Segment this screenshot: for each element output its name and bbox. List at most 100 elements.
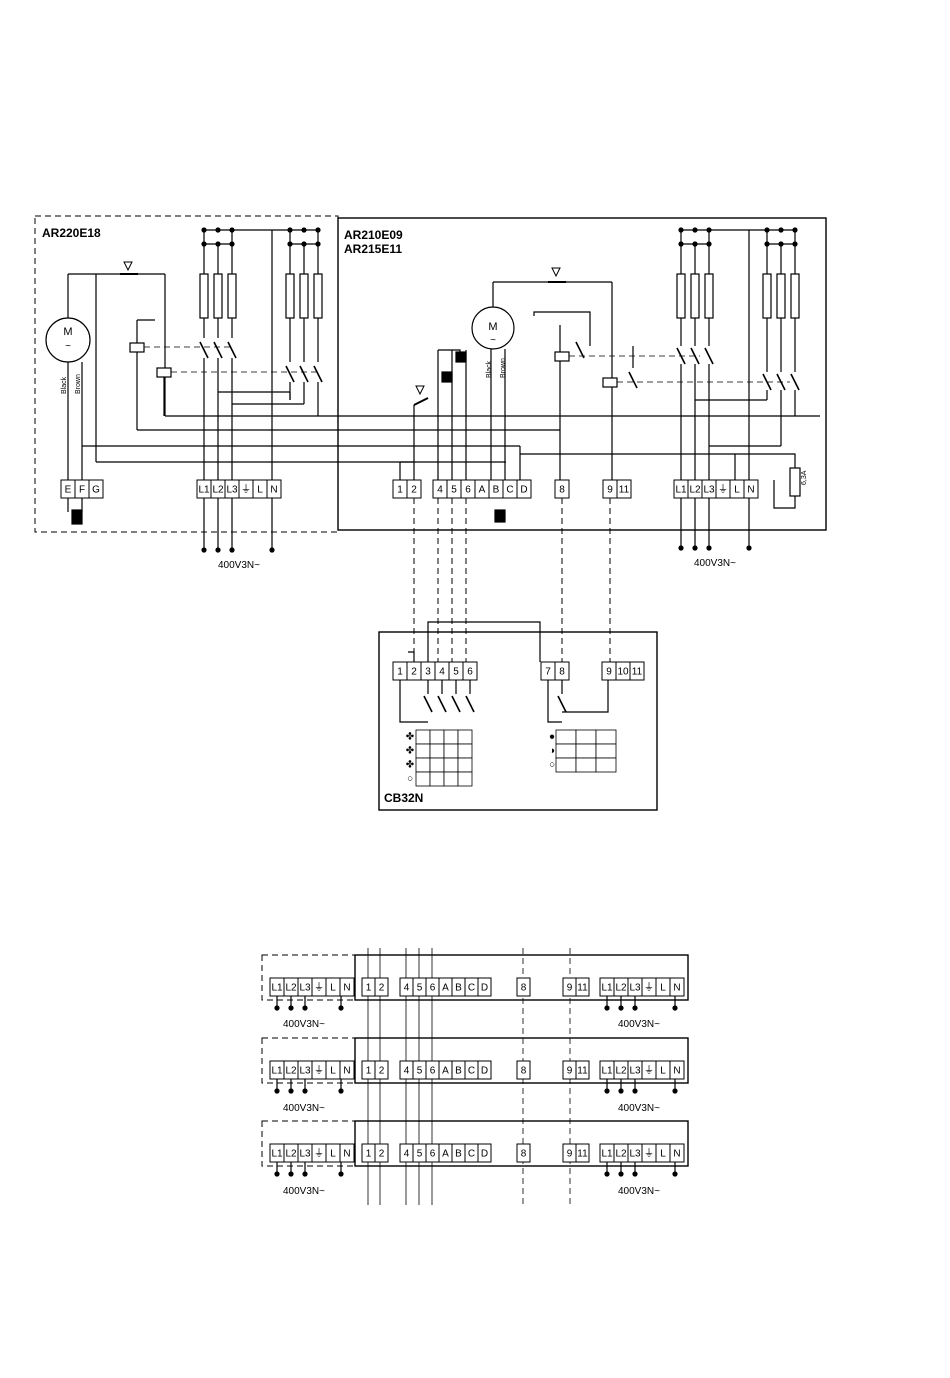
relay-coil xyxy=(602,377,618,388)
heat-table-cell xyxy=(555,757,577,773)
junction-dot xyxy=(274,1171,280,1177)
power-terminal-left-label: L xyxy=(257,485,263,496)
row1-power-right-label: ⏚ xyxy=(644,982,654,994)
row-terminal-box xyxy=(575,977,590,997)
heat-mode-icon: ○ xyxy=(549,760,555,771)
power-terminal-right-label: L1 xyxy=(675,485,687,496)
row3-power-left-label: L1 xyxy=(271,1149,283,1160)
controller-terminal-label: 9 xyxy=(606,667,612,678)
heat-table-cell xyxy=(555,743,577,759)
fan-table-cell xyxy=(457,757,473,773)
junction-dot xyxy=(288,1171,294,1177)
junction-dot xyxy=(274,1088,280,1094)
fan-table-cell xyxy=(443,743,459,759)
supply-label-right: 400V3N~ xyxy=(694,558,736,569)
main-terminal-label: 6 xyxy=(465,485,471,496)
row1-power-right-box xyxy=(669,977,685,997)
main-terminal-label: 8 xyxy=(559,485,565,496)
row-terminal-label: 8 xyxy=(521,1149,527,1160)
junction-dot xyxy=(274,1005,280,1011)
fan-table-cell xyxy=(429,729,445,745)
junction-dot xyxy=(632,1088,638,1094)
row1-power-right-label: N xyxy=(673,983,680,994)
junction-dot xyxy=(678,227,684,233)
row-terminal-label: 1 xyxy=(366,983,372,994)
row-terminal-label: C xyxy=(468,983,475,994)
boxes xyxy=(34,215,827,1167)
wire-label-black-right: Black xyxy=(486,360,493,378)
heater-resistor xyxy=(690,273,700,319)
heater-resistor xyxy=(790,273,800,319)
row-terminal-box xyxy=(516,977,531,997)
switch-contact xyxy=(199,341,209,359)
motor-left-ac: ~ xyxy=(65,341,71,352)
row1-power-left-label: L3 xyxy=(299,983,311,994)
row2-power-left-box xyxy=(339,1060,355,1080)
row3-power-right-label: L2 xyxy=(615,1149,627,1160)
heater-resistor xyxy=(313,273,323,319)
fan-table-cell xyxy=(429,771,445,787)
row-terminal-label: 6 xyxy=(430,983,436,994)
row-terminal-box xyxy=(575,1060,590,1080)
fan-table-cell xyxy=(415,771,431,787)
junction-dot xyxy=(215,227,221,233)
row1-right-frame xyxy=(354,954,689,1001)
junction-dot xyxy=(678,241,684,247)
row2-power-left-label: L xyxy=(330,1066,336,1077)
wire-label-black-left: Black xyxy=(61,376,68,394)
junction-dot xyxy=(269,547,275,553)
row-terminal-box xyxy=(516,1143,531,1163)
row3-power-left-label: L3 xyxy=(299,1149,311,1160)
heater-resistor xyxy=(762,273,772,319)
motor-terminal-box xyxy=(88,479,104,499)
row3-right-frame xyxy=(354,1120,689,1167)
power-terminal-right-label: ⏚ xyxy=(718,484,728,496)
motor-right-icon xyxy=(471,306,515,350)
power-terminal-right-label: L2 xyxy=(689,485,701,496)
heat-table-cell xyxy=(595,729,617,745)
main-terminal-label: 5 xyxy=(451,485,457,496)
fan-table-cell xyxy=(443,729,459,745)
junction-dot xyxy=(632,1005,638,1011)
junction-dot xyxy=(302,1005,308,1011)
switch-contact xyxy=(313,365,323,383)
wire-label-brown-left: Brown xyxy=(75,374,82,394)
relay-coil xyxy=(129,342,145,353)
junction-dot xyxy=(201,227,207,233)
supply-label-row3-left: 400V3N~ xyxy=(283,1186,325,1197)
row-terminal-label: A xyxy=(442,1149,449,1160)
row-terminal-label: 2 xyxy=(379,983,385,994)
capacitor-left xyxy=(71,509,83,525)
junction-dot xyxy=(338,1171,344,1177)
fan-speed-icon: ○ xyxy=(407,774,413,785)
power-terminal-left-label: L1 xyxy=(198,485,210,496)
controller-wire xyxy=(399,680,428,723)
controller-wire xyxy=(408,651,415,662)
row-terminal-label: B xyxy=(455,983,462,994)
main-terminal-label: B xyxy=(493,485,500,496)
row-terminal-label: C xyxy=(468,1066,475,1077)
junction-dot xyxy=(604,1088,610,1094)
thermostat-icon xyxy=(551,267,561,278)
main-terminal-label: 4 xyxy=(437,485,443,496)
row-terminal-box xyxy=(477,1143,492,1163)
controller-frame xyxy=(378,631,658,811)
controller-terminal-label: 5 xyxy=(453,667,459,678)
heat-table-cell xyxy=(575,729,597,745)
row-terminal-label: 6 xyxy=(430,1066,436,1077)
power-terminal-left-box xyxy=(266,479,282,499)
junction-dot xyxy=(338,1005,344,1011)
heater-resistor xyxy=(299,273,309,319)
motor-right-label: M xyxy=(488,321,497,333)
motor-terminal-label: G xyxy=(92,485,100,496)
switch-contact xyxy=(227,341,237,359)
row1-power-left-label: L2 xyxy=(285,983,297,994)
relay-coil xyxy=(156,367,172,378)
controller-terminal-box xyxy=(462,661,478,681)
power-terminal-left-label: N xyxy=(270,485,277,496)
heat-table-cell xyxy=(575,743,597,759)
row-terminal-box xyxy=(374,1060,389,1080)
motor-terminal-label: F xyxy=(79,485,85,496)
controller-terminal-label: 2 xyxy=(411,667,417,678)
